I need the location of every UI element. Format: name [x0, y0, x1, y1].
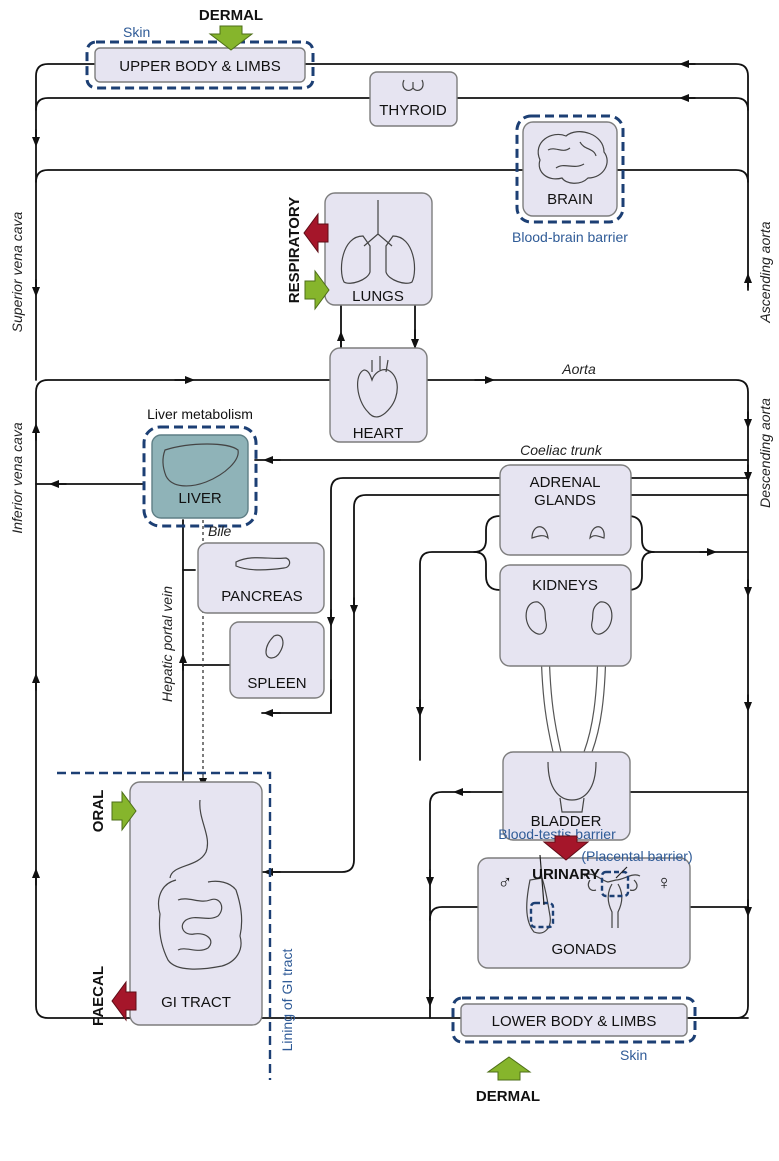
dermal-top-route: DERMAL	[199, 7, 263, 51]
liver-node: LIVER	[142, 425, 258, 528]
upper-body-circuit	[35, 63, 749, 381]
bladder-label: BLADDER	[531, 813, 602, 830]
placental-barrier-label: (Placental barrier)	[581, 848, 692, 864]
gi-tract-icon	[157, 799, 243, 970]
kidneys-node: KIDNEYS	[499, 564, 632, 667]
coeliac-trunk-label: Coeliac trunk	[520, 442, 603, 458]
female-symbol: ♀	[657, 872, 672, 894]
male-symbol: ♂	[498, 872, 513, 894]
lower-body-label: LOWER BODY & LIMBS	[492, 1013, 657, 1030]
kidneys-label: KIDNEYS	[532, 577, 598, 594]
heart-node: HEART	[329, 347, 428, 443]
brain-icon	[537, 131, 608, 184]
adrenal-artery-right	[627, 515, 749, 553]
lungs-label: LUNGS	[352, 288, 404, 305]
upper-body-label: UPPER BODY & LIMBS	[119, 58, 280, 75]
heart-icon	[357, 356, 398, 418]
dermal-top-arrow-icon	[208, 25, 254, 51]
dermal-bottom-route: DERMAL	[476, 1056, 540, 1105]
gonad-vein	[429, 906, 479, 1019]
gi-tract-label: GI TRACT	[161, 994, 231, 1011]
dermal-bottom-arrow-icon	[486, 1056, 532, 1081]
inferior-vena-cava-label: Inferior vena cava	[9, 422, 25, 533]
brain-label: BRAIN	[547, 191, 593, 208]
adrenal-label-1: ADRENAL	[530, 474, 601, 491]
gi-tract-node: GI TRACT	[129, 781, 263, 1026]
dermal-bottom-label: DERMAL	[476, 1088, 540, 1105]
adrenal-label-2: GLANDS	[534, 492, 596, 509]
spleen-node: SPLEEN	[229, 621, 325, 699]
spleen-label: SPLEEN	[247, 675, 306, 692]
gonads-node: ♂ ♀ GONADS	[477, 857, 691, 969]
flow-arrows	[32, 60, 752, 1022]
lungs-icon	[340, 200, 416, 284]
gonads-label: GONADS	[551, 941, 616, 958]
lower-body-node: LOWER BODY & LIMBS	[451, 996, 697, 1044]
urinary-label: URINARY	[532, 866, 600, 883]
respiratory-route: RESPIRATORY	[286, 197, 330, 311]
systemic-loop	[35, 379, 749, 1019]
adrenal-vein-left	[419, 515, 501, 761]
urinary-route: URINARY	[532, 835, 600, 883]
testis-icon	[526, 877, 551, 934]
lungs-node: LUNGS	[324, 192, 433, 306]
oral-label: ORAL	[90, 790, 107, 833]
dermal-top-label: DERMAL	[199, 7, 263, 24]
pancreas-label: PANCREAS	[221, 588, 302, 605]
faecal-arrow-icon	[111, 980, 137, 1022]
kidneys-icon	[525, 601, 613, 635]
splenic-branch	[330, 477, 749, 714]
blood-testis-pointer	[539, 854, 545, 906]
pancreas-artery	[261, 679, 332, 714]
faecal-label: FAECAL	[90, 966, 107, 1026]
thyroid-icon	[402, 79, 424, 92]
heart-label: HEART	[353, 425, 404, 442]
adrenal-icon	[531, 526, 605, 540]
upper-body-node: UPPER BODY & LIMBS	[85, 40, 315, 90]
placental-pointer	[615, 866, 628, 879]
ascending-aorta-label: Ascending aorta	[757, 221, 773, 323]
blood-brain-barrier-label: Blood-brain barrier	[512, 229, 628, 245]
oral-route: ORAL	[90, 790, 137, 833]
gi-lining-label: Lining of GI tract	[279, 949, 295, 1052]
blood-testis-barrier-label: Blood-testis barrier	[498, 826, 616, 842]
pancreas-icon	[235, 557, 291, 571]
adrenal-node: ADRENAL GLANDS	[499, 464, 632, 556]
uterus-icon	[583, 873, 641, 928]
respiratory-label: RESPIRATORY	[286, 197, 303, 303]
liver-icon	[162, 443, 239, 487]
pancreas-node: PANCREAS	[197, 542, 325, 614]
bladder-vein	[429, 791, 504, 921]
descending-aorta-label: Descending aorta	[757, 398, 773, 508]
skin-bottom-label: Skin	[620, 1047, 647, 1063]
thyroid-label: THYROID	[379, 102, 447, 119]
bladder-icon	[547, 761, 597, 813]
oral-arrow-icon	[111, 790, 137, 832]
liver-metabolism-label: Liver metabolism	[147, 406, 253, 422]
spleen-icon	[265, 634, 284, 659]
superior-vena-cava-label: Superior vena cava	[9, 211, 25, 332]
urinary-arrow-icon	[542, 835, 590, 861]
bile-label: Bile	[208, 523, 232, 539]
gi-lining-barrier	[57, 771, 272, 1080]
brain-circuit	[35, 169, 749, 183]
aorta-label: Aorta	[561, 361, 596, 377]
respiratory-inhale-arrow-icon	[304, 269, 330, 311]
faecal-route: FAECAL	[90, 966, 137, 1026]
respiratory-exhale-arrow-icon	[303, 212, 329, 254]
brain-node: BRAIN	[515, 114, 625, 224]
skin-top-label: Skin	[123, 24, 150, 40]
liver-label: LIVER	[178, 490, 222, 507]
kidney-vein-left	[473, 551, 501, 591]
kidney-artery-right	[627, 551, 655, 591]
hepatic-portal-vein-label: Hepatic portal vein	[159, 586, 175, 702]
mesenteric-branch	[261, 494, 749, 873]
thyroid-node: THYROID	[369, 71, 458, 127]
